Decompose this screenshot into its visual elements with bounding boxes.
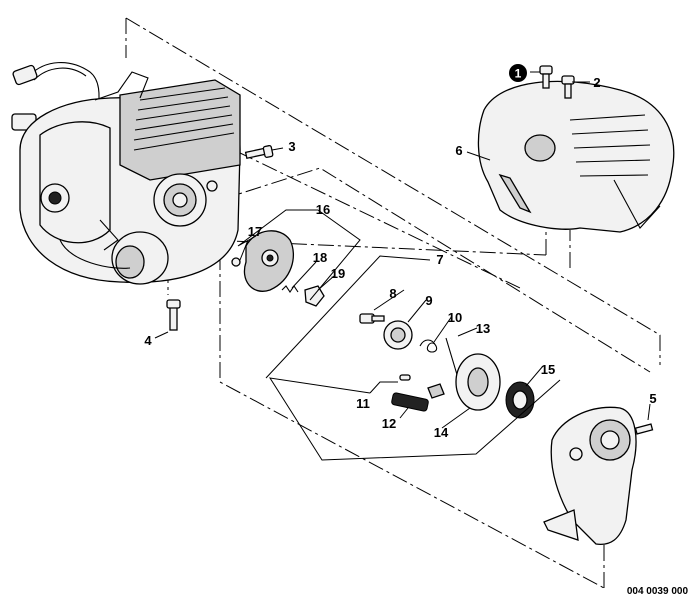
bolt-3	[244, 144, 274, 159]
callout-1: 1	[515, 67, 522, 81]
callout-17: 17	[248, 224, 262, 239]
starter-parts	[359, 313, 535, 419]
callout-15: 15	[541, 362, 555, 377]
drawing-code: 004 0039 000	[627, 586, 689, 597]
bolt-1	[539, 65, 553, 89]
callout-10: 10	[448, 310, 462, 325]
callout-badge-1: 1	[509, 64, 527, 82]
callout-3: 3	[288, 139, 295, 154]
starter-housing	[543, 406, 654, 546]
pawl-plate-group	[231, 230, 325, 307]
callout-7: 7	[436, 252, 443, 267]
callout-18: 18	[313, 250, 327, 265]
reference-lines	[125, 17, 661, 589]
callout-2: 2	[593, 75, 600, 90]
bolt-4	[166, 299, 181, 331]
fan-cover-6	[477, 80, 675, 233]
engine-assembly	[11, 62, 241, 285]
callout-11: 11	[356, 396, 370, 411]
callout-6: 6	[455, 143, 462, 158]
cylinder-fins	[133, 87, 235, 151]
callout-19: 19	[331, 266, 345, 281]
leader-lines	[154, 71, 651, 461]
callout-5: 5	[649, 391, 656, 406]
callout-14: 14	[434, 425, 449, 440]
callout-8: 8	[389, 286, 396, 301]
callout-4: 4	[144, 333, 152, 348]
callout-12: 12	[382, 416, 396, 431]
callout-16: 16	[316, 202, 330, 217]
callout-13: 13	[476, 321, 490, 336]
bolt-2	[561, 75, 575, 99]
filled-circle-number-badge-icon	[509, 64, 527, 82]
callout-9: 9	[425, 293, 432, 308]
